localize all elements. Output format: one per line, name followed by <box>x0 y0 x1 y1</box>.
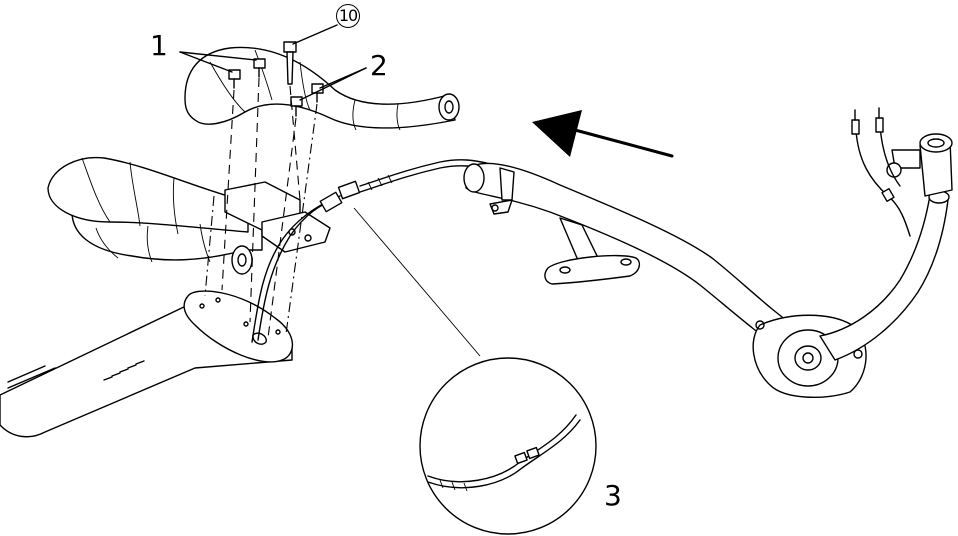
stabilizer-foot <box>545 218 639 284</box>
mounting-plate <box>184 291 292 362</box>
bolts-part-1 <box>229 59 265 88</box>
bolts-part-2 <box>291 84 323 116</box>
callout-label-3: 3 <box>604 479 622 512</box>
lower-handlebar <box>48 158 262 274</box>
leader-lines <box>180 25 366 100</box>
callout-label-1: 1 <box>150 29 168 62</box>
cable-connector <box>252 160 490 342</box>
assembly-guide-lines <box>205 78 317 338</box>
arrow-left-icon <box>532 110 672 157</box>
rear-cables <box>852 108 910 236</box>
handlebar-bracket <box>225 182 330 252</box>
mast-slots <box>104 361 144 380</box>
detail-view <box>354 208 596 534</box>
callout-label-2: 2 <box>370 49 388 82</box>
upright-post <box>820 134 952 360</box>
long-bolt-part-10 <box>284 42 296 84</box>
callout-label-10: 10 <box>336 4 360 28</box>
